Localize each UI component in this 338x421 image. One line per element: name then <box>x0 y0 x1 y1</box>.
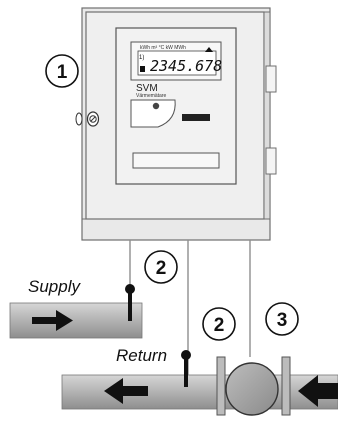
triangle-indicator-icon <box>205 47 213 52</box>
label-slot <box>132 152 220 169</box>
flow-sensor-body <box>225 362 279 416</box>
lcd-screen <box>137 50 217 76</box>
button-bay <box>130 99 176 128</box>
meter-brand: SVM <box>136 83 158 94</box>
lock-icon[interactable] <box>75 111 100 127</box>
lcd-indicator <box>140 66 145 72</box>
return-pipe <box>61 350 338 416</box>
optical-port <box>182 114 210 121</box>
meter-brand-sub: Värmemätare <box>136 93 167 99</box>
flow-arrow-right-icon <box>32 310 73 331</box>
return-sensor-head <box>181 350 191 360</box>
unit-row: kWh m³ °C kW MWh <box>140 45 186 51</box>
svg-text:2: 2 <box>214 315 225 336</box>
supply-pipe <box>9 284 143 339</box>
callout-2-return: 2 <box>202 307 236 341</box>
hinge-bottom <box>265 147 277 175</box>
flange-right <box>281 356 291 416</box>
svg-text:3: 3 <box>277 310 288 331</box>
svg-text:2: 2 <box>156 258 167 279</box>
lcd-reading: 2345.678 <box>150 57 222 75</box>
callout-2-supply: 2 <box>144 250 178 284</box>
callout-1: 1 <box>45 54 79 88</box>
svg-text:1: 1 <box>57 62 68 83</box>
hinge-top <box>265 65 277 93</box>
lcd-small-marker: 1) <box>139 55 144 61</box>
meter-button[interactable] <box>152 102 160 110</box>
flange-left <box>216 356 226 416</box>
return-label: Return <box>116 346 167 365</box>
callout-3: 3 <box>265 302 299 336</box>
supply-label: Supply <box>28 277 81 296</box>
flow-arrow-left-icon-2 <box>298 375 338 407</box>
supply-sensor-head <box>125 284 135 294</box>
flow-arrow-left-icon <box>104 378 148 404</box>
heat-meter-unit: kWh m³ °C kW MWh 1) 2345.678 SVM Värmemä… <box>115 27 237 185</box>
